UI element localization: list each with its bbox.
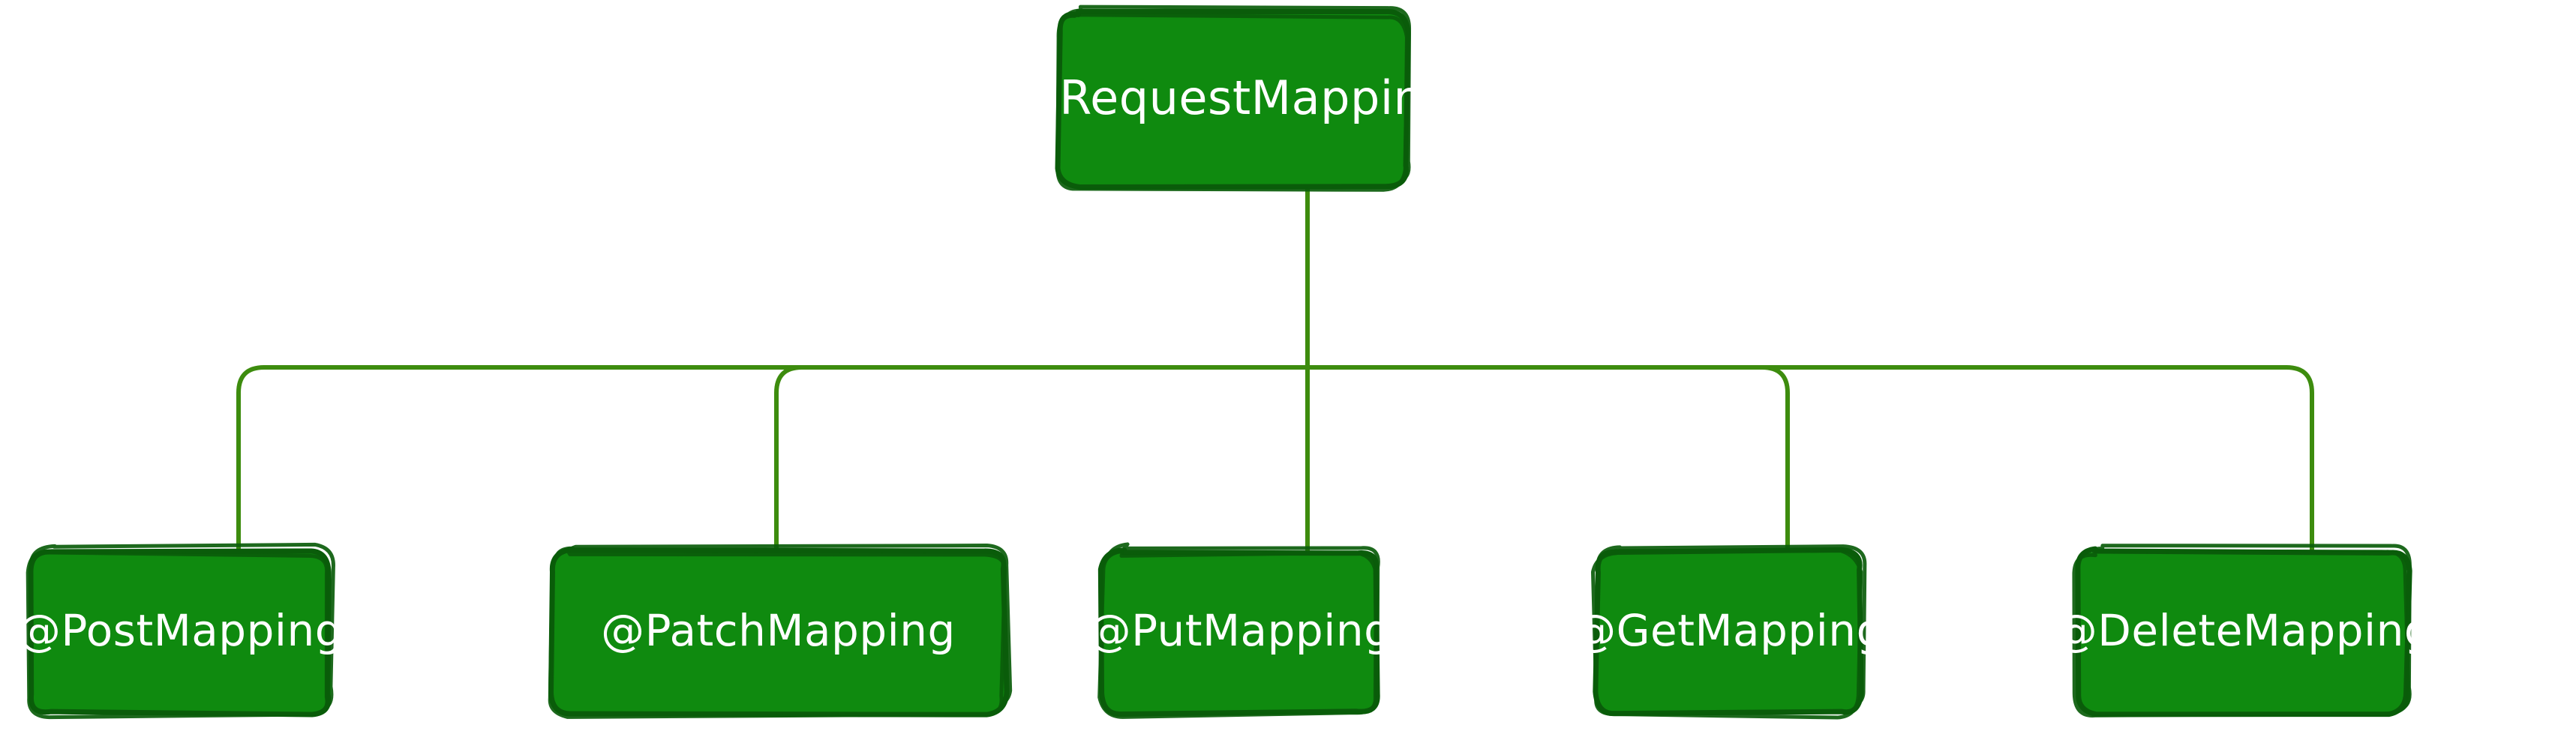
node-label: @DeleteMapping [2054, 605, 2432, 656]
node-fill [1596, 551, 1861, 715]
node-get-mapping[interactable]: @GetMapping [1572, 544, 1884, 720]
node-patch-mapping[interactable]: @PatchMapping [548, 544, 1013, 719]
node-label: @GetMapping [1572, 605, 1884, 656]
nodes-group: @RequestMapping @PostMapping @PatchMapping… [17, 4, 2432, 720]
node-fill [31, 550, 332, 715]
edge-request-mapping-to-delete-mapping [2284, 365, 2314, 553]
node-outline-sketch-front-2 [1055, 13, 1409, 192]
node-put-mapping[interactable]: @PutMapping [1088, 542, 1392, 719]
node-fill [1101, 550, 1378, 713]
edge-request-mapping-to-get-mapping [1760, 365, 1790, 553]
edges-group [236, 184, 2314, 553]
node-post-mapping[interactable]: @PostMapping [17, 542, 343, 720]
node-outline-sketch-front-2 [26, 550, 329, 720]
node-outline-sketch-front-2 [1590, 549, 1863, 720]
node-label: @PostMapping [17, 605, 343, 656]
node-delete-mapping[interactable]: @DeleteMapping [2054, 544, 2432, 718]
node-outline-sketch-front-2 [1097, 550, 1378, 719]
node-fill [551, 550, 1006, 714]
node-request-mapping[interactable]: @RequestMapping [1013, 4, 1453, 192]
node-fill [2076, 550, 2408, 714]
node-outline-sketch-front-2 [2072, 549, 2411, 718]
edge-request-mapping-to-patch-mapping [774, 365, 804, 553]
node-label: @RequestMapping [1013, 70, 1453, 125]
node-fill [1058, 13, 1407, 187]
node-label: @PutMapping [1088, 605, 1392, 656]
node-outline-sketch-front-2 [548, 549, 1007, 719]
edge-request-mapping-to-post-mapping [236, 365, 266, 553]
node-label: @PatchMapping [601, 605, 956, 656]
